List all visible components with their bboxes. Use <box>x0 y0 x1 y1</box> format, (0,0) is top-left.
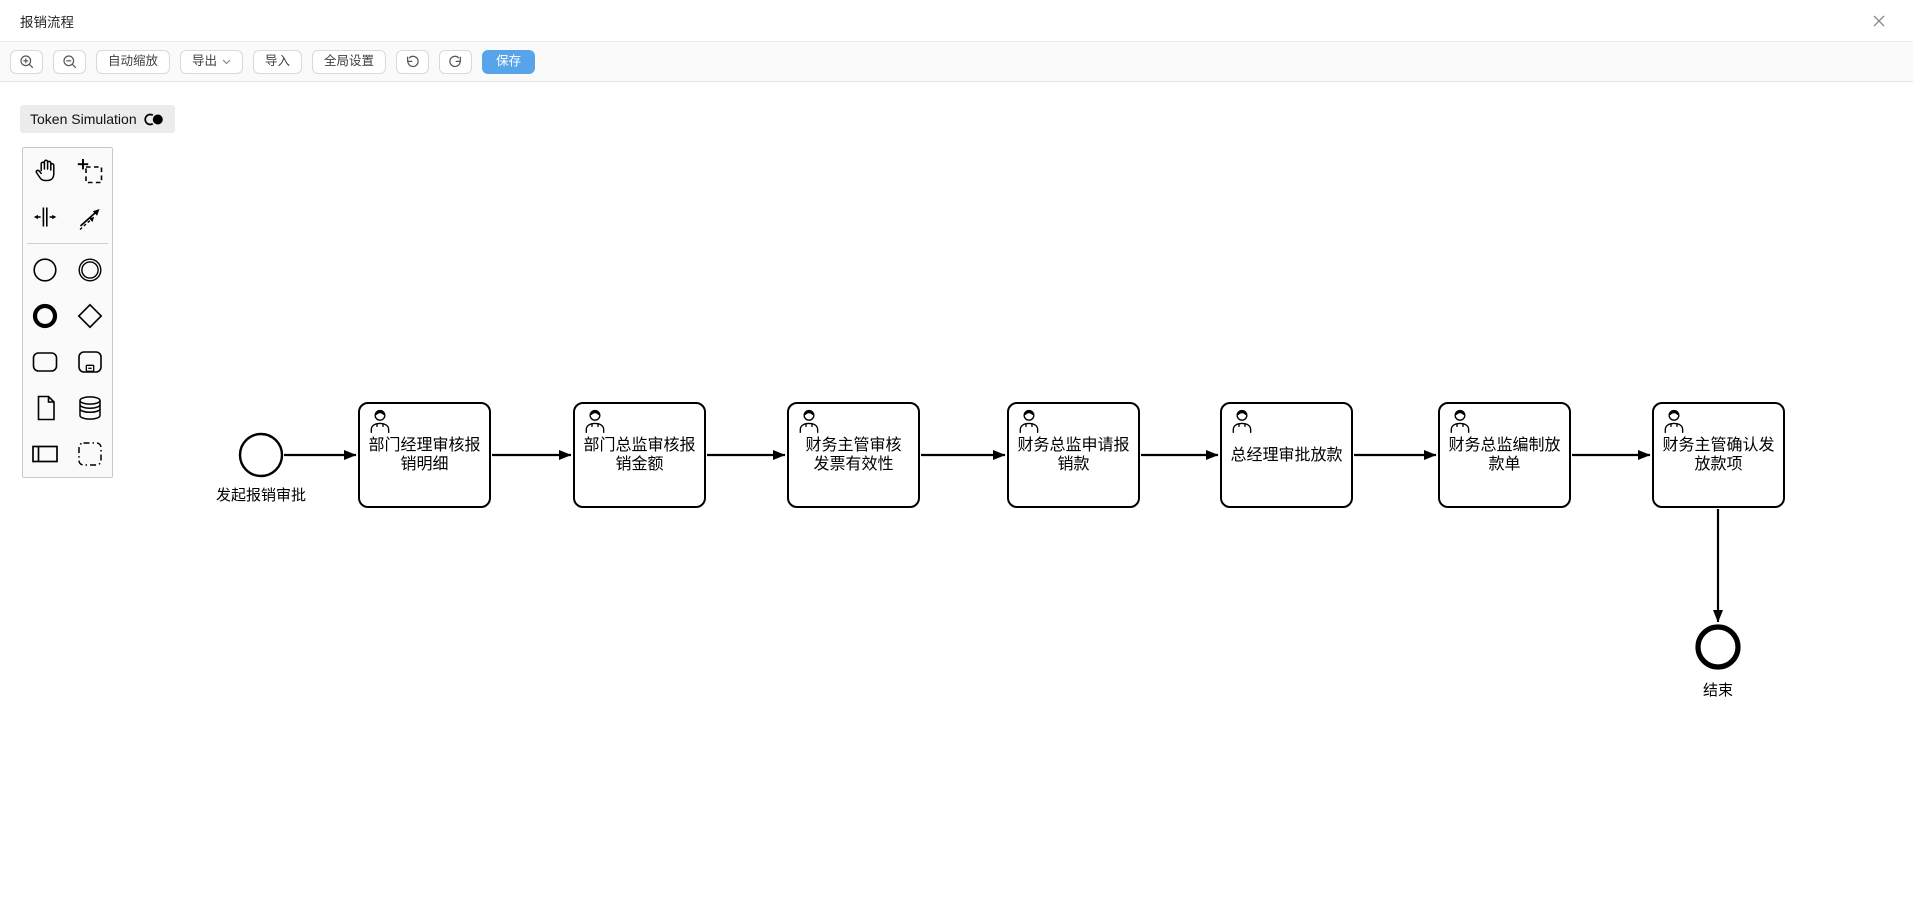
subprocess-icon <box>77 351 102 373</box>
task-icon <box>32 352 58 372</box>
gateway-icon <box>77 303 103 329</box>
token-simulation-toggle[interactable]: Token Simulation <box>20 105 175 133</box>
undo-button[interactable] <box>396 49 430 74</box>
auto-zoom-label: 自动缩放 <box>108 54 159 69</box>
end-event-icon <box>33 303 58 329</box>
user-task[interactable]: 财务总监编制放 款单 <box>1438 402 1571 508</box>
lasso-tool-icon <box>77 159 103 184</box>
end-event-shape[interactable] <box>1695 624 1741 670</box>
user-task-icon <box>1664 409 1684 433</box>
window-header: 报销流程 <box>0 0 1913 42</box>
end-event-label: 结束 <box>1702 682 1733 699</box>
user-task-icon <box>1232 409 1252 433</box>
palette-create-participant[interactable] <box>23 431 68 477</box>
task-label: 财务主管审核 发票有效性 <box>805 437 902 473</box>
user-task-icon <box>1450 409 1470 433</box>
close-button[interactable] <box>1871 13 1887 29</box>
import-button[interactable]: 导入 <box>253 49 303 74</box>
hand-tool-icon <box>35 159 55 182</box>
group-icon <box>78 442 102 466</box>
palette-create-gateway[interactable] <box>68 293 113 339</box>
start-event-shape[interactable] <box>238 432 284 478</box>
start-event-label: 发起报销审批 <box>215 487 306 504</box>
global-settings-button[interactable]: 全局设置 <box>312 49 387 74</box>
zoom-in-button[interactable] <box>10 49 43 74</box>
user-task-icon <box>585 409 605 433</box>
palette-create-intermediate-event[interactable] <box>68 247 113 293</box>
token-toggle-icon <box>143 112 165 126</box>
palette-separator <box>27 243 108 244</box>
global-connect-tool-icon <box>79 209 100 231</box>
user-task[interactable]: 财务主管确认发 放款项 <box>1652 402 1785 508</box>
palette-global-connect-tool[interactable] <box>68 194 113 240</box>
user-task[interactable]: 部门经理审核报 销明细 <box>358 402 491 508</box>
token-simulation-label: Token Simulation <box>30 111 137 127</box>
close-icon <box>1873 15 1885 27</box>
start-event-icon <box>33 258 57 282</box>
export-button[interactable]: 导出 <box>180 49 244 74</box>
intermediate-event-icon <box>78 258 102 282</box>
redo-icon <box>449 55 462 68</box>
magnifier-plus-icon <box>19 54 33 68</box>
palette-create-start-event[interactable] <box>23 247 68 293</box>
user-task-icon <box>1019 409 1039 433</box>
user-task[interactable]: 财务总监申请报 销款 <box>1007 402 1140 508</box>
magnifier-minus-icon <box>62 54 76 68</box>
task-label: 财务主管确认发 放款项 <box>1662 437 1775 473</box>
data-store-icon <box>79 396 101 420</box>
user-task[interactable]: 部门总监审核报 销金额 <box>573 402 706 508</box>
palette-lasso-tool[interactable] <box>68 148 113 194</box>
user-task[interactable]: 总经理审批放款 <box>1220 402 1353 508</box>
user-task-icon <box>799 409 819 433</box>
palette-create-data-store[interactable] <box>68 385 113 431</box>
palette-space-tool[interactable] <box>23 194 68 240</box>
data-object-icon <box>37 395 56 421</box>
task-label: 部门总监审核报 销金额 <box>583 437 696 473</box>
flow-layer <box>238 432 1741 670</box>
user-task[interactable]: 财务主管审核 发票有效性 <box>787 402 920 508</box>
save-button[interactable]: 保存 <box>482 49 536 74</box>
redo-button[interactable] <box>439 49 473 74</box>
zoom-out-button[interactable] <box>53 49 86 74</box>
bpmn-palette <box>22 147 113 478</box>
undo-icon <box>407 55 419 68</box>
palette-hand-tool[interactable] <box>23 148 68 194</box>
global-settings-label: 全局设置 <box>324 54 375 69</box>
palette-create-end-event[interactable] <box>23 293 68 339</box>
user-task-icon <box>370 409 390 433</box>
task-label: 财务总监申请报 销款 <box>1017 437 1130 473</box>
chevron-down-icon <box>222 59 231 64</box>
palette-create-task[interactable] <box>23 339 68 385</box>
auto-zoom-button[interactable]: 自动缩放 <box>96 49 171 74</box>
task-label: 部门经理审核报 销明细 <box>368 437 481 473</box>
export-label: 导出 <box>192 54 218 69</box>
page-title: 报销流程 <box>20 14 74 30</box>
save-label: 保存 <box>496 54 522 69</box>
task-label: 财务总监编制放 款单 <box>1448 437 1561 473</box>
space-tool-icon <box>34 207 57 227</box>
palette-create-group[interactable] <box>68 431 113 477</box>
task-label: 总经理审批放款 <box>1230 446 1343 464</box>
palette-create-data-object[interactable] <box>23 385 68 431</box>
participant-icon <box>32 445 59 463</box>
toolbar: 自动缩放 导出 导入 全局设置 保存 <box>0 42 1913 82</box>
diagram-canvas[interactable]: Token Simulation <box>0 82 1913 920</box>
palette-create-subprocess[interactable] <box>68 339 113 385</box>
import-label: 导入 <box>265 54 291 69</box>
